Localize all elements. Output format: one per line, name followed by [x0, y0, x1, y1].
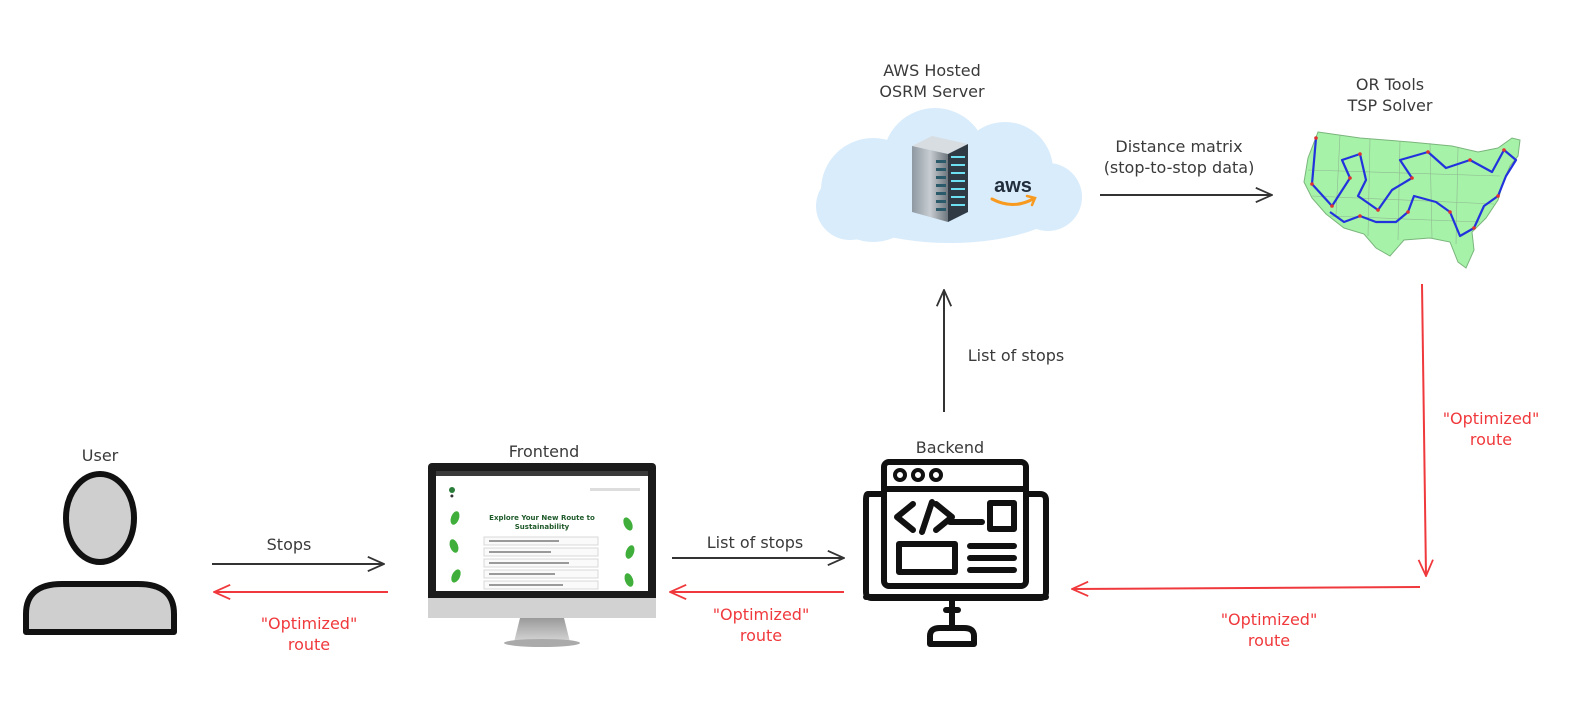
osrm-label-line-2: OSRM Server	[879, 82, 985, 101]
frontend-label: Frontend	[508, 442, 580, 461]
user-icon	[23, 471, 177, 635]
frontend-screen: ● Explore Your New Route to Sustainabili…	[449, 487, 640, 590]
user-label: User	[81, 446, 119, 465]
frontend-return-line-2: route	[739, 626, 783, 645]
tsp-label-line-1: OR Tools	[1355, 75, 1425, 94]
osrm-label: AWS Hosted OSRM Server	[852, 60, 1012, 102]
user-return-line-1: "Optimized"	[260, 614, 358, 633]
tsp-down-edge-label: "Optimized" route	[1426, 408, 1556, 450]
tsp-down-line-2: route	[1469, 430, 1513, 449]
us-map-icon	[1303, 131, 1521, 269]
tsp-label: OR Tools TSP Solver	[1320, 74, 1460, 116]
stops-edge-label: Stops	[266, 535, 312, 554]
backend-label: Backend	[915, 438, 985, 457]
aws-logo: aws	[990, 175, 1037, 207]
list-to-osrm-edge-label: List of stops	[967, 346, 1065, 365]
leaf-icon	[449, 511, 635, 587]
frontend-return-edge-label: "Optimized" route	[696, 604, 826, 646]
user-return-edge-label: "Optimized" route	[244, 613, 374, 655]
arrows	[212, 195, 1426, 592]
matrix-line-2: (stop-to-stop data)	[1103, 158, 1255, 177]
tsp-label-line-2: TSP Solver	[1347, 96, 1433, 115]
user-return-line-2: route	[287, 635, 331, 654]
frontend-return-line-1: "Optimized"	[712, 605, 810, 624]
screen-heading-line-1: Explore Your New Route to	[489, 514, 595, 522]
list-to-backend-edge-label: List of stops	[706, 533, 804, 552]
matrix-line-1: Distance matrix	[1115, 137, 1243, 156]
backend-return-edge-label: "Optimized" route	[1204, 609, 1334, 651]
osrm-label-line-1: AWS Hosted	[883, 61, 981, 80]
server-icon	[912, 136, 968, 222]
tsp-down-line-1: "Optimized"	[1442, 409, 1540, 428]
aws-logo-text: aws	[994, 175, 1032, 197]
screen-heading-line-2: Sustainability	[515, 523, 570, 531]
svg-text:●: ●	[450, 493, 454, 498]
code-window-icon	[863, 459, 1049, 647]
distance-matrix-edge-label: Distance matrix (stop-to-stop data)	[1094, 136, 1264, 178]
backend-return-line-2: route	[1247, 631, 1291, 650]
window-dots	[893, 468, 943, 482]
backend-return-line-1: "Optimized"	[1220, 610, 1318, 629]
